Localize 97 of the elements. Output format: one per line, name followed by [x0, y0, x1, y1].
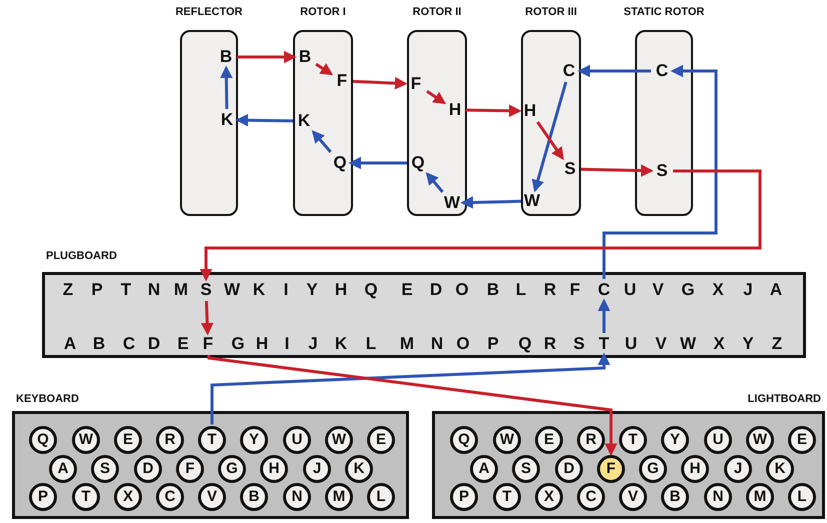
arrow — [598, 298, 610, 333]
plug-letter: V — [652, 334, 670, 354]
plug-letter: J — [304, 334, 322, 354]
arrow — [577, 64, 651, 78]
plug-letter: W — [223, 280, 241, 300]
plug-letter: U — [622, 334, 640, 354]
plug-letter: U — [621, 280, 639, 300]
plug-letter: D — [145, 334, 163, 354]
plug-letter: C — [120, 334, 138, 354]
letter-label: Q — [409, 153, 427, 173]
plug-letter: W — [679, 334, 697, 354]
plug-letter: P — [88, 280, 106, 300]
arrow — [536, 121, 564, 160]
rotor-title: ROTOR II — [412, 6, 462, 19]
arrow — [532, 82, 568, 192]
plug-letter: R — [541, 334, 559, 354]
plug-letter: I — [277, 280, 295, 300]
arrow — [237, 50, 297, 64]
arrow — [352, 76, 408, 90]
letter-label: F — [333, 71, 351, 91]
plug-letter: M — [398, 334, 416, 354]
plug-letter: Y — [739, 334, 757, 354]
arrow — [602, 64, 718, 279]
arrow — [200, 300, 214, 336]
plug-letter: B — [90, 334, 108, 354]
letter-label: S — [653, 161, 671, 181]
plug-letter: T — [117, 280, 135, 300]
panel-title: LIGHTBOARD — [748, 393, 821, 406]
arrow — [460, 196, 522, 209]
panel-title: PLUGBOARD — [46, 250, 117, 263]
plug-letter: Z — [768, 334, 786, 354]
plug-letter: L — [512, 280, 530, 300]
plug-letter: V — [649, 280, 667, 300]
plug-letter: C — [595, 280, 613, 300]
letter-label: F — [407, 74, 425, 94]
arrow — [348, 156, 407, 170]
plug-letter: E — [398, 280, 416, 300]
letter-label: K — [218, 110, 236, 130]
arrow — [580, 164, 654, 177]
plug-letter: N — [145, 280, 163, 300]
plug-letter: Q — [362, 280, 380, 300]
arrow — [208, 354, 618, 456]
plug-letter: E — [174, 334, 192, 354]
letter-label: B — [217, 47, 235, 67]
plug-letter: B — [484, 280, 502, 300]
plug-letter: D — [427, 280, 445, 300]
plug-letter: F — [566, 280, 584, 300]
plug-letter: F — [199, 334, 217, 354]
rotor-title: ROTOR III — [525, 6, 577, 19]
rotor-title: STATIC ROTOR — [624, 6, 704, 19]
plug-letter: S — [570, 334, 588, 354]
plug-letter: A — [61, 334, 79, 354]
plug-letter: O — [454, 334, 472, 354]
plug-letter: O — [453, 280, 471, 300]
plug-letter: J — [739, 280, 757, 300]
plug-letter: K — [250, 280, 268, 300]
panel-title: KEYBOARD — [16, 393, 79, 406]
letter-label: S — [561, 159, 579, 179]
arrow — [220, 65, 233, 110]
rotor-title: REFLECTOR — [175, 6, 243, 19]
arrow — [426, 90, 446, 104]
plug-letter: A — [767, 280, 785, 300]
arrow — [200, 170, 762, 282]
plug-letter: S — [197, 280, 215, 300]
plug-letter: X — [710, 334, 728, 354]
plug-letter: Y — [303, 280, 321, 300]
letter-label: H — [446, 100, 464, 120]
arrow — [312, 130, 332, 153]
rotor-title: ROTOR I — [300, 6, 346, 19]
letter-label: K — [295, 111, 313, 131]
plug-letter: H — [253, 334, 271, 354]
plug-letter: K — [332, 334, 350, 354]
arrow — [210, 352, 610, 424]
letter-label: C — [560, 61, 578, 81]
plug-letter: Z — [59, 280, 77, 300]
plug-letter: P — [484, 334, 502, 354]
letter-label: C — [653, 61, 671, 81]
letter-label: H — [521, 101, 539, 121]
plug-letter: I — [278, 334, 296, 354]
arrow — [315, 62, 334, 76]
arrow — [466, 104, 522, 118]
plug-letter: T — [595, 334, 613, 354]
letter-label: W — [443, 193, 461, 213]
letter-label: W — [523, 191, 541, 211]
plug-letter: L — [362, 334, 380, 354]
plug-letter: M — [172, 280, 190, 300]
letter-label: B — [296, 47, 314, 67]
plug-letter: R — [541, 280, 559, 300]
plug-letter: N — [428, 334, 446, 354]
plug-letter: H — [332, 280, 350, 300]
arrow — [235, 114, 294, 127]
arrow — [426, 172, 444, 193]
plug-letter: Q — [516, 334, 534, 354]
plug-letter: G — [229, 334, 247, 354]
plug-letter: X — [709, 280, 727, 300]
letter-label: Q — [331, 153, 349, 173]
plug-letter: G — [679, 280, 697, 300]
